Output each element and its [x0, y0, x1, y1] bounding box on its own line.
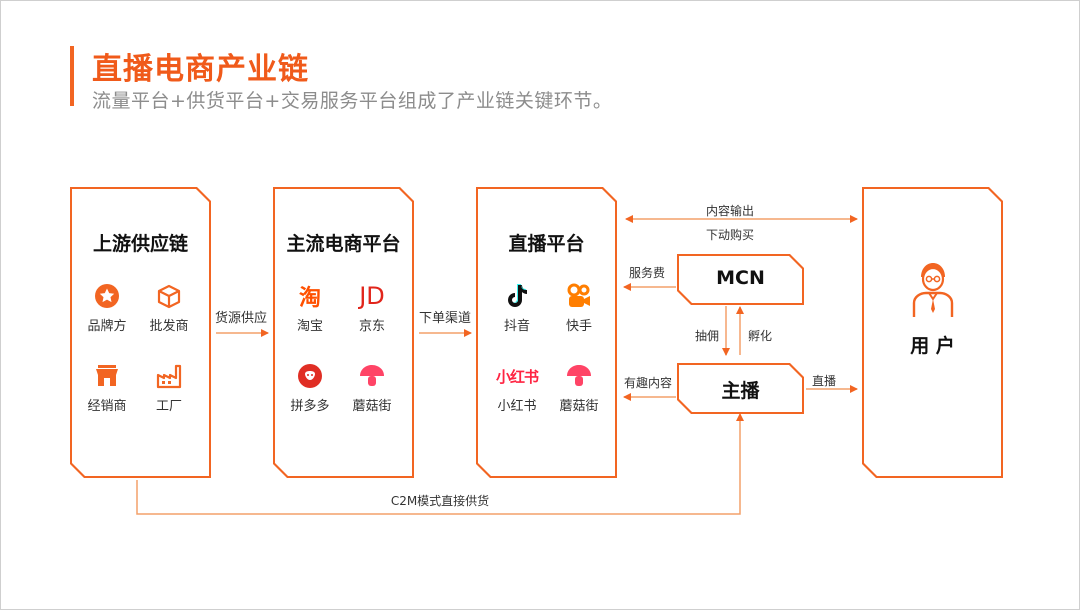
live-item-kuaishou: 快手	[544, 281, 614, 334]
live-item-mogujie: 蘑菇街	[544, 361, 614, 414]
xiaohongshu-logo-icon: 小红书	[495, 367, 538, 386]
label-ecommerce-to-live: 下单渠道	[418, 311, 472, 326]
supply-item-wholesaler: 批发商	[134, 281, 204, 334]
label-incubate: 孵化	[748, 329, 773, 343]
live-box: 直播平台 抖音 快手 小红书 小红书 蘑菇街	[478, 189, 615, 476]
ecommerce-item-mogujie: 蘑菇街	[337, 361, 407, 414]
live-title: 直播平台	[508, 233, 585, 255]
supply-item-distributor: 经销商	[72, 361, 142, 414]
live-item-xiaohongshu: 小红书 小红书	[482, 361, 552, 414]
supply-item-brand: 品牌方	[72, 281, 142, 334]
ecommerce-box: 主流电商平台 淘 淘宝 JD 京东 拼多多 蘑菇街	[275, 189, 412, 476]
supply-title: 上游供应链	[92, 233, 188, 255]
pinduoduo-logo-icon	[275, 361, 345, 391]
page-title: 直播电商产业链	[92, 52, 309, 87]
store-icon	[72, 361, 142, 391]
supply-box: 上游供应链 品牌方 批发商 经销商 工厂	[72, 189, 209, 476]
label-supply-to-ecommerce: 货源供应	[214, 311, 268, 326]
mcn-box: MCN	[679, 256, 802, 303]
ecommerce-item-pinduoduo: 拼多多	[275, 361, 345, 414]
label-content-output: 内容输出	[705, 204, 755, 218]
label-c2m: C2M模式直接供货	[390, 494, 490, 508]
label-service-fee: 服务费	[629, 266, 666, 280]
label-interesting-content: 有趣内容	[624, 376, 673, 390]
ecommerce-title: 主流电商平台	[286, 233, 401, 255]
arrow-c2m	[136, 413, 744, 515]
kuaishou-logo-icon	[544, 281, 614, 311]
anchor-box: 主播	[679, 365, 802, 412]
user-title: 用 户	[910, 335, 955, 357]
star-badge-icon	[72, 281, 142, 311]
label-purchase: 下动购买	[705, 228, 755, 242]
ecommerce-item-jd: JD 京东	[337, 281, 407, 334]
mcn-label: MCN	[716, 267, 765, 289]
label-live-stream: 直播	[812, 374, 837, 388]
page-subtitle: 流量平台+供货平台+交易服务平台组成了产业链关键环节。	[92, 90, 613, 112]
ecommerce-item-taobao: 淘 淘宝	[275, 281, 345, 334]
factory-icon	[134, 361, 204, 391]
douyin-logo-icon	[482, 281, 552, 311]
anchor-label: 主播	[721, 380, 760, 402]
taobao-logo-icon: 淘	[298, 286, 321, 311]
mogujie-logo-icon	[337, 361, 407, 391]
supply-item-factory: 工厂	[134, 361, 204, 414]
user-avatar-icon	[912, 261, 954, 323]
mogujie-logo-icon	[544, 361, 614, 391]
live-item-douyin: 抖音	[482, 281, 552, 334]
box-icon	[134, 281, 204, 311]
label-commission: 抽佣	[695, 329, 720, 343]
user-box: 用 户	[864, 189, 1001, 476]
jd-logo-icon: JD	[359, 282, 385, 310]
title-accent-bar	[70, 46, 74, 106]
